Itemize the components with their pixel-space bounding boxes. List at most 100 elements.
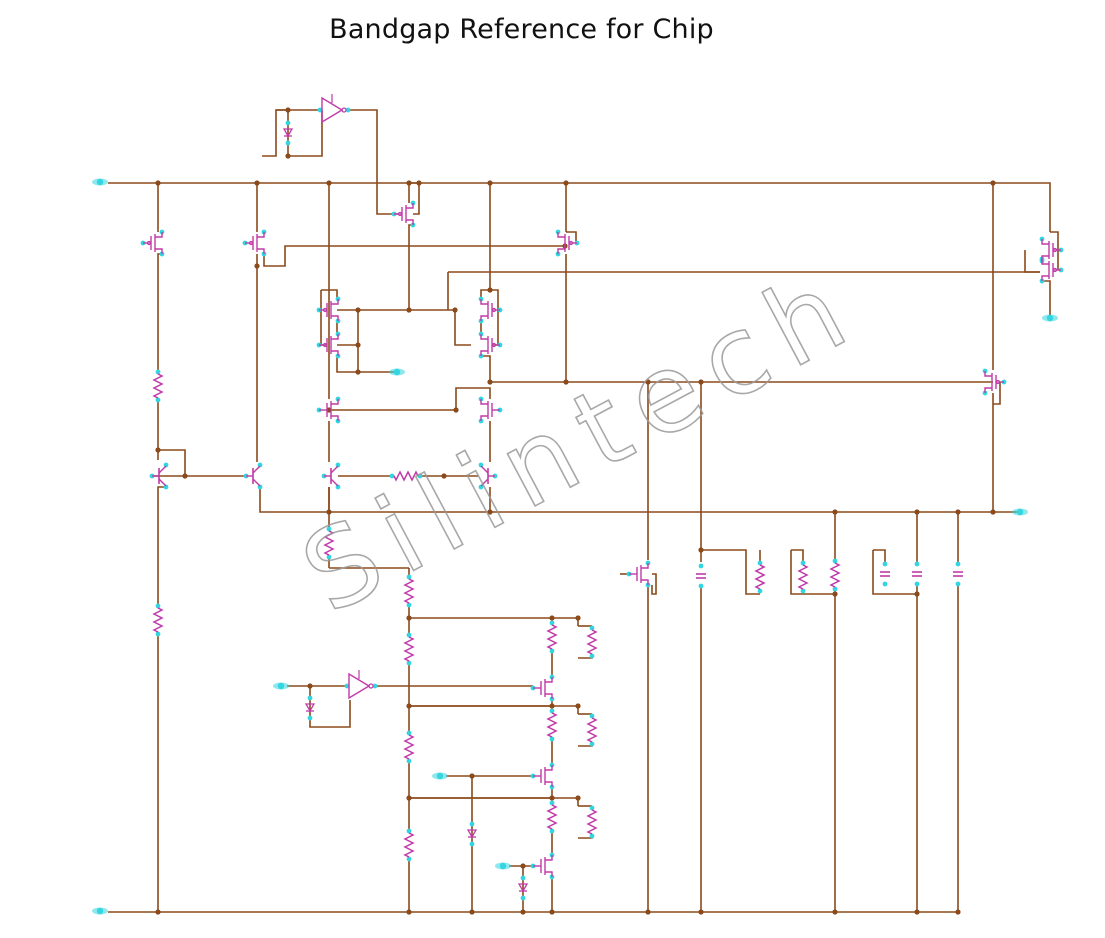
resistor: [323, 530, 335, 556]
junction-dot: [155, 180, 161, 186]
pin-dot: [549, 800, 555, 806]
junction-dot: [406, 795, 412, 801]
resistor-zigzag: [829, 562, 841, 588]
collector: [330, 465, 339, 474]
nmos-transistor: [480, 399, 500, 421]
source-lead: [545, 781, 553, 787]
wire: [152, 449, 186, 477]
resistor-zigzag: [403, 636, 415, 662]
pin-dot: [589, 833, 595, 839]
diode: [282, 128, 294, 138]
port-dot: [96, 178, 104, 186]
drain-lead: [331, 334, 339, 340]
junction-dot: [990, 509, 996, 515]
pmos-transistor: [245, 232, 265, 254]
pin-dot: [317, 107, 323, 113]
junction-dot: [549, 909, 555, 915]
pin-dot: [257, 462, 263, 468]
pin-dot: [549, 648, 555, 654]
collector: [158, 465, 167, 474]
pin-dot: [800, 560, 806, 566]
drain-lead: [331, 299, 339, 305]
diode: [517, 883, 529, 893]
junction-dot: [254, 180, 260, 186]
junction-dot: [285, 107, 291, 113]
pin-dot: [914, 581, 920, 587]
junction-dot: [469, 909, 475, 915]
resistor-zigzag: [393, 470, 419, 482]
nmos-transistor: [533, 855, 553, 877]
drain-lead: [257, 232, 265, 238]
source-lead: [257, 248, 265, 254]
resistor-zigzag: [546, 712, 558, 738]
port-dot: [1046, 314, 1054, 322]
wire: [1050, 231, 1059, 270]
pmos-transistor: [319, 334, 339, 356]
resistor-zigzag: [586, 717, 598, 743]
wires: [108, 109, 1059, 913]
pin-dot: [155, 397, 161, 403]
pin-dot: [800, 588, 806, 594]
buffer-bubble: [368, 683, 374, 689]
pin-dot: [549, 828, 555, 834]
io-port: [389, 368, 405, 376]
junction-dot: [914, 909, 920, 915]
resistor: [797, 564, 809, 590]
resistor: [546, 624, 558, 650]
pin-dot: [406, 632, 412, 638]
pmos-bubble: [491, 342, 497, 348]
junction-dot: [487, 509, 493, 515]
emitter: [480, 478, 489, 487]
pin-dot: [155, 603, 161, 609]
junction-dot: [406, 703, 412, 709]
pin-dot: [832, 586, 838, 592]
resistor: [393, 470, 419, 482]
junction-dot: [487, 379, 493, 385]
pin-dot: [406, 828, 412, 834]
junction-dot: [832, 509, 838, 515]
junction-dot: [955, 509, 961, 515]
drain-lead: [480, 299, 488, 305]
emitter: [330, 478, 339, 487]
wire: [701, 549, 760, 595]
junction-dot: [549, 795, 555, 801]
junction-dot: [487, 180, 493, 186]
source-lead: [984, 387, 992, 393]
pmos-bubble: [322, 342, 328, 348]
wire: [320, 290, 326, 346]
port-dot: [499, 862, 507, 870]
pmos-transistor: [1041, 259, 1061, 281]
capacitor: [953, 571, 963, 577]
pin-dot: [372, 683, 378, 689]
pin-dot: [589, 713, 595, 719]
source-lead: [545, 693, 553, 699]
pin-dot: [326, 526, 332, 532]
source-lead: [557, 248, 565, 254]
junction-dot: [452, 307, 458, 313]
pin-dot: [406, 856, 412, 862]
diode: [466, 829, 478, 839]
pin-dot: [285, 120, 291, 126]
pin-dot: [882, 561, 888, 567]
pin-dot: [955, 561, 961, 567]
resistor-zigzag: [323, 530, 335, 556]
junction-dot: [549, 703, 555, 709]
source-lead: [480, 315, 488, 321]
resistor: [586, 717, 598, 743]
pin-dot: [549, 620, 555, 626]
resistor-zigzag: [797, 564, 809, 590]
pin-dot: [307, 715, 313, 721]
pin-dot: [469, 841, 475, 847]
wire: [651, 573, 657, 595]
pin-dot: [417, 473, 423, 479]
drain-lead: [1041, 259, 1049, 265]
io-port: [1042, 314, 1058, 322]
wire: [566, 231, 577, 243]
pin-dot: [698, 563, 704, 569]
bjt-transistor: [324, 465, 339, 487]
pin-dot: [257, 484, 263, 490]
source-lead: [641, 579, 649, 585]
pins: [140, 107, 1064, 901]
port-dot: [1016, 508, 1024, 516]
pmos-bubble: [1052, 247, 1058, 253]
